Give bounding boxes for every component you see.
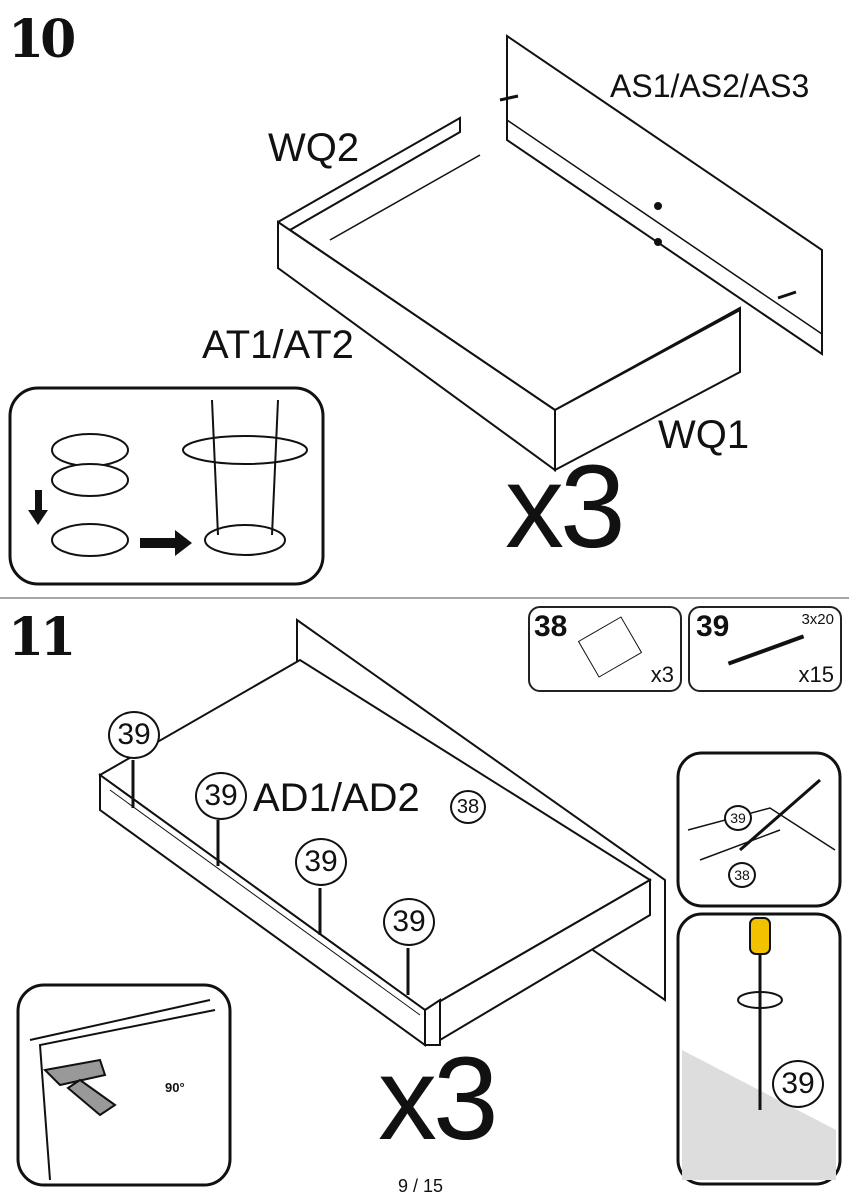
callout-38: 38 [450, 790, 486, 824]
part-qty: x15 [798, 662, 834, 687]
callout-39: 39 [108, 711, 160, 759]
part-label-drawer: AD1/AD2 [253, 776, 420, 820]
detail-callout-bracket: 38 [728, 862, 756, 888]
part-box-38: 38 x3 [528, 606, 682, 692]
part-id: 39 [696, 610, 730, 643]
step-number: 11 [8, 607, 76, 668]
part-label-front: AT1/AT2 [202, 323, 354, 367]
screw-icon [727, 634, 805, 666]
quantity-multiplier: x3 [378, 1033, 499, 1165]
detail-callout-screwdriver: 39 [772, 1060, 824, 1108]
callout-39: 39 [195, 772, 247, 820]
part-box-39: 39 3x20 x15 [688, 606, 842, 692]
bracket-icon [577, 616, 643, 678]
part-size: 3x20 [801, 611, 834, 628]
part-id: 38 [534, 610, 568, 643]
quantity-multiplier: x3 [505, 441, 626, 573]
detail-callout-screw: 39 [724, 805, 752, 831]
page-number: 9 / 15 [398, 1176, 444, 1196]
callout-39: 39 [295, 838, 347, 886]
callout-39: 39 [383, 898, 435, 946]
part-label-side: WQ2 [268, 126, 360, 170]
part-label-side-2: WQ1 [658, 413, 750, 457]
step-number: 10 [8, 9, 76, 70]
part-label-back-panel: AS1/AS2/AS3 [610, 68, 810, 104]
part-qty: x3 [650, 662, 674, 687]
angle-label: 90° [165, 1080, 185, 1095]
